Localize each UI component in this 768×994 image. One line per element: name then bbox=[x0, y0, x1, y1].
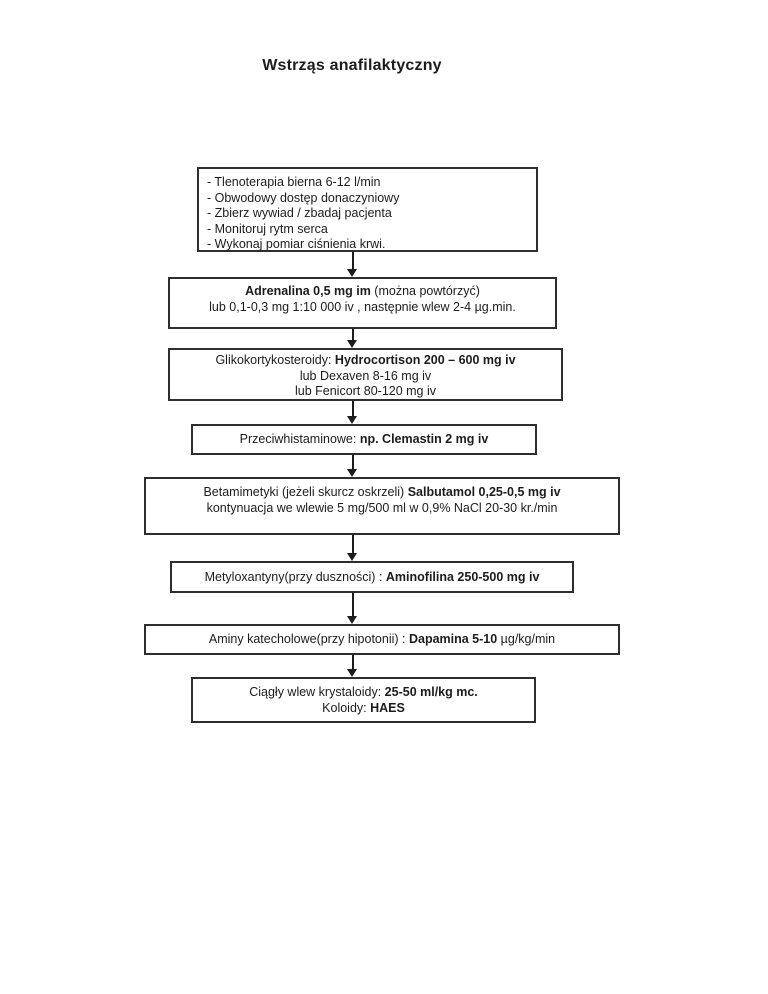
text-segment: - Wykonaj pomiar ciśnienia krwi. bbox=[207, 237, 386, 251]
text-segment: Salbutamol 0,25-0,5 mg iv bbox=[407, 485, 561, 499]
arrow-head bbox=[347, 553, 357, 561]
text-segment: kontynuacja we wlewie 5 mg/500 ml w 0,9%… bbox=[206, 500, 558, 515]
arrow-head bbox=[347, 669, 357, 677]
arrow-shaft bbox=[351, 401, 354, 417]
flow-box-aminy-katecholowe: Aminy katecholowe(przy hipotonii) : Dapa… bbox=[144, 624, 620, 655]
arrow-shaft bbox=[351, 593, 354, 617]
text-segment: lub Dexaven 8-16 mg iv bbox=[299, 368, 432, 383]
flow-line: lub Fenicort 80-120 mg iv bbox=[170, 384, 561, 400]
text-segment: Aminofilina 250-500 mg iv bbox=[385, 570, 540, 584]
flow-box-glikokortykosteroidy: Glikokortykosteroidy: Hydrocortison 200 … bbox=[168, 348, 563, 401]
text-segment: lub Fenicort 80-120 mg iv bbox=[294, 384, 437, 398]
text-segment: Adrenalina 0,5 mg im bbox=[245, 284, 371, 298]
text-segment: - Zbierz wywiad / zbadaj pacjenta bbox=[207, 206, 392, 220]
text-segment: HAES bbox=[370, 700, 405, 715]
text-segment: µg/kg/min bbox=[497, 632, 556, 646]
text-segment: Metyloxantyny(przy duszności) : bbox=[204, 570, 386, 584]
flow-line: - Wykonaj pomiar ciśnienia krwi. bbox=[207, 237, 528, 253]
flow-line: - Tlenoterapia bierna 6-12 l/min bbox=[207, 175, 528, 191]
text-segment: 25-50 ml/kg mc. bbox=[384, 685, 478, 699]
text-segment: - Obwodowy dostęp donaczyniowy bbox=[207, 190, 400, 205]
down-arrow-connector bbox=[347, 252, 358, 277]
text-segment: Glikokortykosteroidy: bbox=[215, 353, 335, 367]
flow-box-wlew-krystaloidy: Ciągły wlew krystaloidy: 25-50 ml/kg mc.… bbox=[191, 677, 536, 723]
flow-line: Ciągły wlew krystaloidy: 25-50 ml/kg mc. bbox=[193, 685, 534, 701]
flow-line: Metyloxantyny(przy duszności) : Aminofil… bbox=[172, 570, 572, 586]
down-arrow-connector bbox=[347, 535, 358, 561]
flow-line: Glikokortykosteroidy: Hydrocortison 200 … bbox=[170, 353, 561, 369]
text-segment: Aminy katecholowe(przy hipotonii) : bbox=[208, 632, 409, 646]
arrow-shaft bbox=[351, 655, 354, 670]
text-segment: - Monitoruj rytm serca bbox=[207, 221, 328, 236]
flow-line: lub Dexaven 8-16 mg iv bbox=[170, 369, 561, 385]
text-segment: np. Clemastin 2 mg iv bbox=[359, 432, 489, 446]
flow-line: Betamimetyki (jeżeli skurcz oskrzeli) Sa… bbox=[146, 485, 618, 501]
flow-line: lub 0,1-0,3 mg 1:10 000 iv , następnie w… bbox=[170, 300, 555, 316]
down-arrow-connector bbox=[347, 593, 358, 624]
down-arrow-connector bbox=[347, 655, 358, 677]
flow-box-initial-measures: - Tlenoterapia bierna 6-12 l/min - Obwod… bbox=[197, 167, 538, 252]
flow-line: Koloidy: HAES bbox=[193, 701, 534, 717]
flow-box-adrenalina: Adrenalina 0,5 mg im (można powtórzyć) l… bbox=[168, 277, 557, 329]
text-segment: Ciągły wlew krystaloidy: bbox=[249, 685, 385, 699]
flow-line: - Monitoruj rytm serca bbox=[207, 222, 528, 238]
flow-line: - Zbierz wywiad / zbadaj pacjenta bbox=[207, 206, 528, 222]
arrow-head bbox=[347, 269, 357, 277]
page-title: Wstrząs anafilaktyczny bbox=[262, 57, 442, 74]
flow-box-metyloxantyny: Metyloxantyny(przy duszności) : Aminofil… bbox=[170, 561, 574, 593]
arrow-head bbox=[347, 340, 357, 348]
text-segment: (można powtórzyć) bbox=[370, 284, 480, 298]
text-segment: Betamimetyki (jeżeli skurcz oskrzeli) bbox=[203, 485, 408, 499]
flow-line: Przeciwhistaminowe: np. Clemastin 2 mg i… bbox=[193, 432, 535, 448]
flow-box-przeciwhistaminowe: Przeciwhistaminowe: np. Clemastin 2 mg i… bbox=[191, 424, 537, 455]
text-segment: Hydrocortison 200 – 600 mg iv bbox=[334, 353, 516, 367]
flow-line: Aminy katecholowe(przy hipotonii) : Dapa… bbox=[146, 632, 618, 648]
arrow-head bbox=[347, 616, 357, 624]
arrow-shaft bbox=[351, 252, 354, 270]
arrow-head bbox=[347, 416, 357, 424]
flow-line: kontynuacja we wlewie 5 mg/500 ml w 0,9%… bbox=[146, 501, 618, 517]
down-arrow-connector bbox=[347, 455, 358, 477]
flow-line: Adrenalina 0,5 mg im (można powtórzyć) bbox=[170, 284, 555, 300]
arrow-shaft bbox=[351, 329, 354, 341]
text-segment: lub 0,1-0,3 mg 1:10 000 iv , następnie w… bbox=[209, 299, 516, 314]
text-segment: - Tlenoterapia bierna 6-12 l/min bbox=[207, 175, 381, 189]
flow-box-betamimetyki: Betamimetyki (jeżeli skurcz oskrzeli) Sa… bbox=[144, 477, 620, 535]
text-segment: Dapamina 5-10 bbox=[408, 632, 498, 646]
down-arrow-connector bbox=[347, 401, 358, 424]
text-segment: Koloidy: bbox=[322, 700, 371, 715]
arrow-head bbox=[347, 469, 357, 477]
text-segment: Przeciwhistaminowe: bbox=[239, 432, 360, 446]
down-arrow-connector bbox=[347, 329, 358, 348]
arrow-shaft bbox=[351, 535, 354, 554]
arrow-shaft bbox=[351, 455, 354, 470]
flow-line: - Obwodowy dostęp donaczyniowy bbox=[207, 191, 528, 207]
